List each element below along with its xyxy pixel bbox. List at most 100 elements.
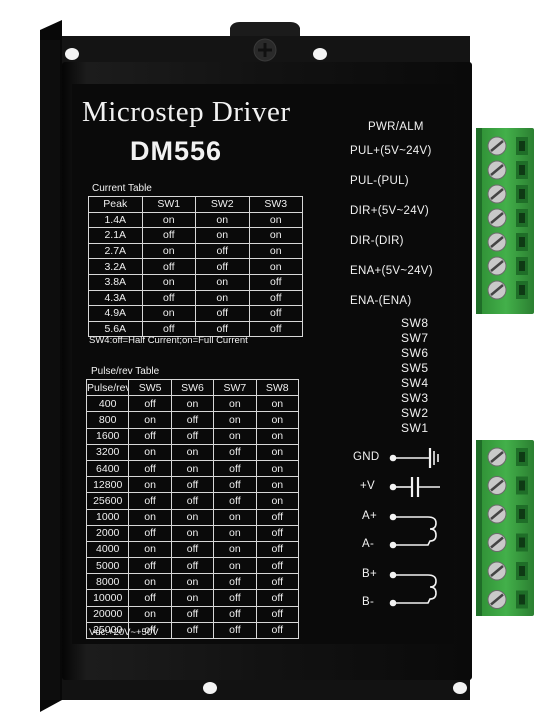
current-cell: 3.8A [88, 273, 143, 291]
table-header-cell: SW7 [213, 378, 257, 397]
current-cell: off [141, 227, 196, 244]
pulse-cell: 10000 [85, 589, 130, 607]
current-cell: on [248, 211, 303, 229]
table-header-cell: SW5 [128, 378, 172, 397]
pulse-cell: off [213, 459, 257, 478]
pulse-cell: 400 [85, 395, 130, 413]
dip-switch-label: SW2 [401, 406, 429, 420]
pulse-cell: off [213, 492, 257, 510]
wire-entry-hole-icon [519, 566, 525, 576]
current-cell: 4.9A [88, 305, 143, 322]
wire-entry-hole-icon [519, 285, 525, 295]
current-cell: off [248, 305, 303, 322]
mounting-hole-icon [203, 682, 217, 694]
table-header-cell: SW3 [248, 196, 303, 213]
screw-slot-icon [490, 236, 504, 248]
pulse-cell: on [128, 508, 172, 526]
wire-entry-hole-icon [519, 594, 525, 605]
current-cell: on [141, 273, 196, 291]
current-cell: on [195, 211, 250, 229]
pulse-cell: off [255, 540, 300, 559]
current-cell: off [141, 258, 196, 275]
wire-entry-hole-icon [519, 165, 525, 175]
pulse-cell: off [213, 605, 257, 623]
mounting-hole-icon [453, 682, 467, 694]
pulse-cell: off [170, 411, 215, 429]
terminal-power-label: B- [362, 596, 375, 608]
voltage-note: Vdc:+20V~+50V [89, 627, 159, 638]
current-cell: off [141, 289, 196, 307]
pulse-cell: off [170, 492, 215, 510]
pulse-cell: 8000 [85, 573, 130, 591]
pulse-cell: off [128, 427, 172, 445]
pulse-cell: off [213, 443, 257, 461]
terminal-signal-label: ENA+(5V~24V) [350, 265, 433, 277]
terminal-signal-label: PUL+(5V~24V) [350, 145, 432, 157]
current-cell: off [195, 242, 250, 260]
pulse-cell: off [170, 605, 215, 623]
screw-slot-icon [490, 479, 504, 492]
current-cell: on [248, 227, 303, 244]
wire-entry-hole-icon [519, 480, 525, 491]
table-header-cell: SW1 [141, 196, 196, 213]
pulse-cell: off [128, 459, 172, 478]
pulse-cell: 1600 [85, 427, 130, 445]
screw-slot-icon [490, 212, 504, 224]
pulse-cell: on [128, 540, 172, 559]
current-cell: off [195, 305, 250, 322]
pulse-cell: off [128, 492, 172, 510]
terminal-power-label: B+ [362, 568, 377, 580]
current-cell: on [141, 305, 196, 322]
pulse-cell: off [255, 573, 300, 591]
pulse-cell: off [170, 621, 215, 640]
pulse-cell: on [255, 492, 300, 510]
pulse-cell: on [170, 589, 215, 607]
dip-switch-label: SW4 [401, 376, 429, 390]
pulse-cell: 1000 [85, 508, 130, 526]
screw-slot-icon [490, 164, 504, 176]
pulse-cell: off [213, 621, 257, 640]
wire-entry-hole-icon [519, 537, 525, 548]
pulse-cell: on [213, 524, 257, 542]
dip-switch-label: SW3 [401, 391, 429, 405]
pulse-cell: on [170, 395, 215, 413]
pulse-cell: on [128, 411, 172, 429]
screw-slot-icon [490, 565, 504, 577]
product-model: DM556 [130, 136, 223, 166]
screw-slot-icon [490, 284, 504, 296]
pulse-cell: on [255, 443, 300, 461]
screw-slot-icon [490, 508, 504, 520]
pulse-cell: off [170, 540, 215, 559]
pulse-cell: on [213, 557, 257, 575]
pulse-cell: on [128, 443, 172, 461]
pulse-cell: on [255, 476, 300, 494]
mounting-flange [40, 20, 62, 712]
top-mounting-bracket [62, 22, 470, 70]
terminal-power-label: A+ [362, 510, 377, 522]
pulse-cell: 2000 [85, 524, 130, 542]
pulse-cell: 3200 [85, 443, 130, 461]
pulse-cell: on [170, 573, 215, 591]
current-cell: on [248, 242, 303, 260]
wire-entry-hole-icon [519, 237, 525, 247]
pulse-cell: 800 [85, 411, 130, 429]
pulse-cell: off [213, 476, 257, 494]
wire-entry-hole-icon [519, 261, 525, 271]
wire-entry-hole-icon [519, 213, 525, 223]
pulse-cell: on [213, 508, 257, 526]
current-note: SW4:off=Half Current;on=Full Current [89, 335, 248, 346]
pulse-cell: off [255, 605, 300, 623]
